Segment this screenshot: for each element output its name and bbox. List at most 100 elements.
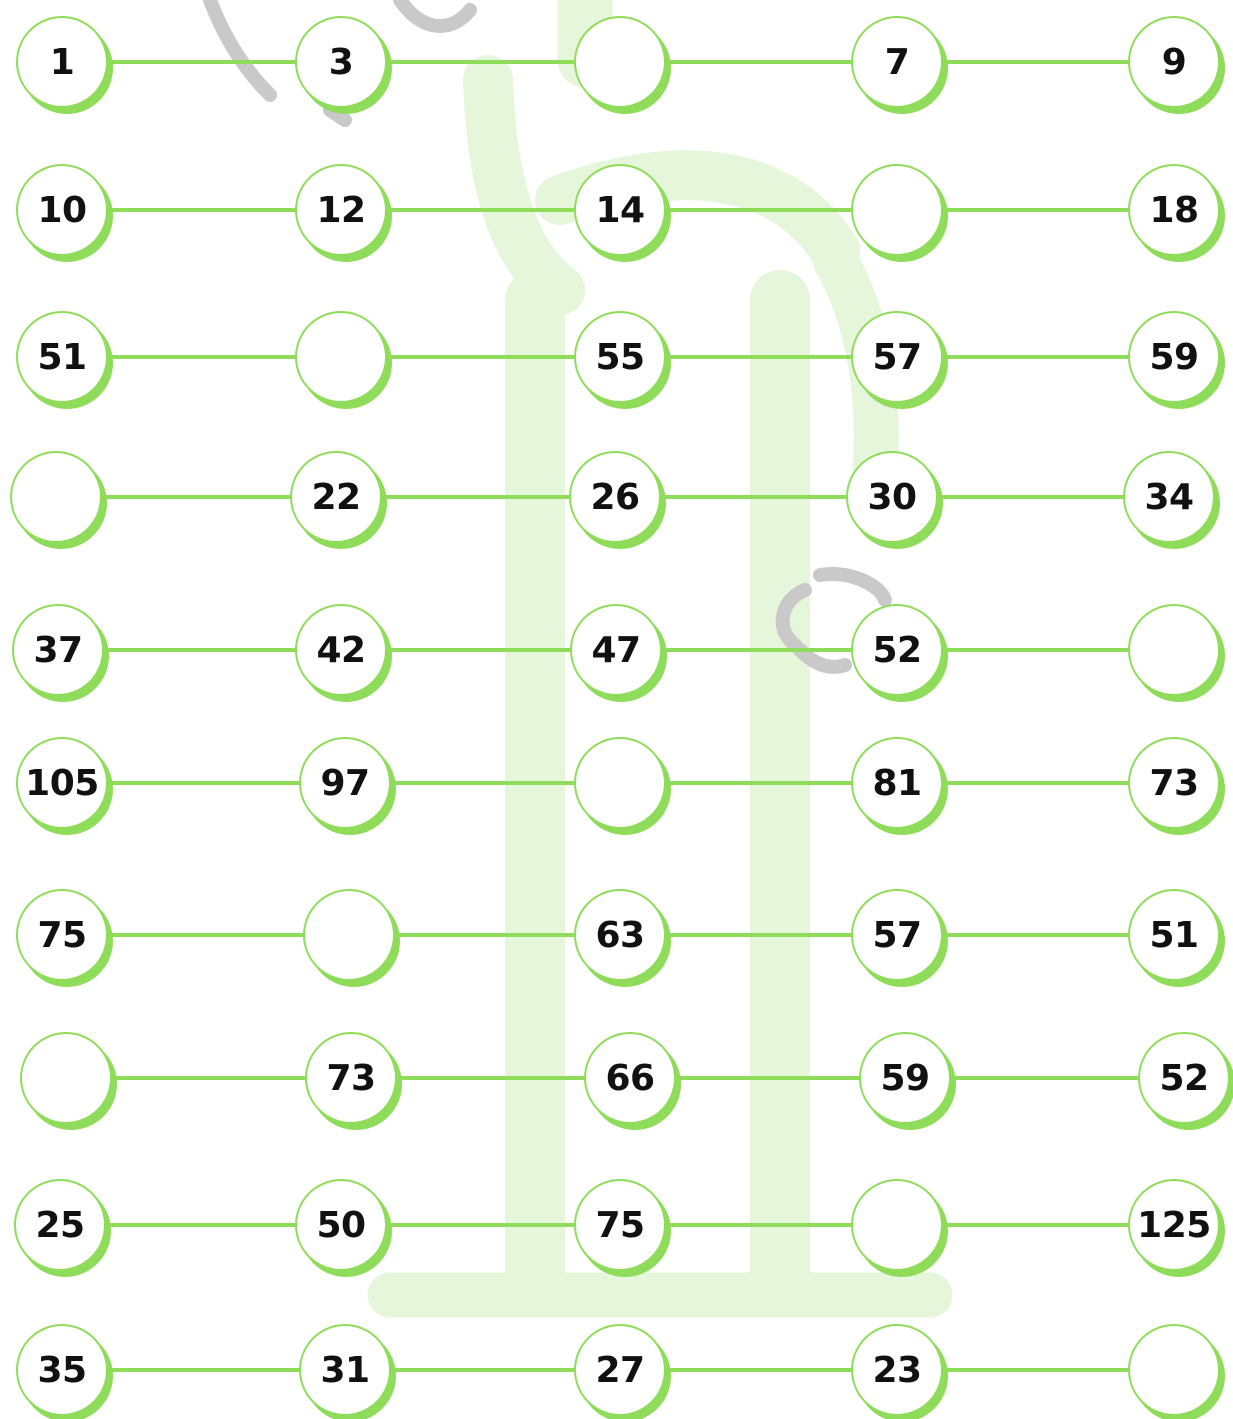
number-circle: 7 xyxy=(851,16,943,108)
circle-number: 50 xyxy=(316,1205,365,1246)
circle-number: 81 xyxy=(872,763,921,804)
circle-number: 9 xyxy=(1162,42,1187,83)
circle-number: 51 xyxy=(37,337,86,378)
blank-answer-circle[interactable] xyxy=(10,451,102,543)
circle-number: 73 xyxy=(326,1058,375,1099)
number-circle: 30 xyxy=(846,451,938,543)
circle-number: 18 xyxy=(1149,190,1198,231)
number-circle: 35 xyxy=(16,1324,108,1416)
number-circle: 27 xyxy=(574,1324,666,1416)
number-circle: 105 xyxy=(16,737,108,829)
circle-number: 73 xyxy=(1149,763,1198,804)
blank-answer-circle[interactable] xyxy=(1128,1324,1220,1416)
number-circle: 51 xyxy=(16,311,108,403)
blank-answer-circle[interactable] xyxy=(851,164,943,256)
number-circle: 59 xyxy=(1128,311,1220,403)
number-circle: 10 xyxy=(16,164,108,256)
number-circle: 51 xyxy=(1128,889,1220,981)
number-circle: 55 xyxy=(574,311,666,403)
number-circle: 57 xyxy=(851,889,943,981)
circle-number: 55 xyxy=(595,337,644,378)
number-circle: 22 xyxy=(290,451,382,543)
circle-number: 3 xyxy=(329,42,354,83)
circle-number: 7 xyxy=(885,42,910,83)
circle-number: 97 xyxy=(320,763,369,804)
number-circle: 81 xyxy=(851,737,943,829)
number-circle: 52 xyxy=(851,604,943,696)
circle-number: 27 xyxy=(595,1350,644,1391)
number-circle: 75 xyxy=(16,889,108,981)
number-circle: 125 xyxy=(1128,1179,1220,1271)
circle-number: 52 xyxy=(872,630,921,671)
circle-number: 10 xyxy=(37,190,86,231)
blank-answer-circle[interactable] xyxy=(574,737,666,829)
circle-number: 105 xyxy=(25,763,99,804)
number-circle: 52 xyxy=(1138,1032,1230,1124)
blank-answer-circle[interactable] xyxy=(295,311,387,403)
circle-number: 59 xyxy=(880,1058,929,1099)
blank-answer-circle[interactable] xyxy=(1128,604,1220,696)
blank-answer-circle[interactable] xyxy=(574,16,666,108)
circle-number: 30 xyxy=(867,477,916,518)
circle-number: 31 xyxy=(320,1350,369,1391)
number-circle: 59 xyxy=(859,1032,951,1124)
blank-answer-circle[interactable] xyxy=(20,1032,112,1124)
number-circle: 18 xyxy=(1128,164,1220,256)
number-circle: 23 xyxy=(851,1324,943,1416)
number-circle: 42 xyxy=(295,604,387,696)
number-circle: 73 xyxy=(1128,737,1220,829)
circle-number: 42 xyxy=(316,630,365,671)
number-circle: 73 xyxy=(305,1032,397,1124)
circle-number: 66 xyxy=(605,1058,654,1099)
number-circle: 12 xyxy=(295,164,387,256)
circle-number: 25 xyxy=(35,1205,84,1246)
circle-number: 52 xyxy=(1159,1058,1208,1099)
number-circle: 31 xyxy=(299,1324,391,1416)
circle-number: 75 xyxy=(37,915,86,956)
circle-number: 26 xyxy=(590,477,639,518)
number-circle: 57 xyxy=(851,311,943,403)
number-circle: 75 xyxy=(574,1179,666,1271)
circle-number: 23 xyxy=(872,1350,921,1391)
circle-number: 75 xyxy=(595,1205,644,1246)
circle-number: 22 xyxy=(311,477,360,518)
number-circle: 1 xyxy=(16,16,108,108)
number-circle: 66 xyxy=(584,1032,676,1124)
number-circle: 63 xyxy=(574,889,666,981)
number-circle: 34 xyxy=(1123,451,1215,543)
circle-number: 125 xyxy=(1137,1205,1211,1246)
number-circle: 50 xyxy=(295,1179,387,1271)
number-circle: 3 xyxy=(295,16,387,108)
circle-number: 12 xyxy=(316,190,365,231)
circle-number: 57 xyxy=(872,915,921,956)
number-circle: 25 xyxy=(14,1179,106,1271)
blank-answer-circle[interactable] xyxy=(303,889,395,981)
blank-answer-circle[interactable] xyxy=(851,1179,943,1271)
number-circle: 47 xyxy=(570,604,662,696)
number-circle: 26 xyxy=(569,451,661,543)
number-circle: 9 xyxy=(1128,16,1220,108)
circle-number: 35 xyxy=(37,1350,86,1391)
circle-number: 34 xyxy=(1144,477,1193,518)
circle-number: 63 xyxy=(595,915,644,956)
circle-number: 1 xyxy=(50,42,75,83)
number-circle: 37 xyxy=(12,604,104,696)
number-circle: 97 xyxy=(299,737,391,829)
circle-number: 57 xyxy=(872,337,921,378)
circle-number: 47 xyxy=(591,630,640,671)
circle-number: 59 xyxy=(1149,337,1198,378)
circle-number: 14 xyxy=(595,190,644,231)
circle-number: 37 xyxy=(33,630,82,671)
number-circle: 14 xyxy=(574,164,666,256)
circle-number: 51 xyxy=(1149,915,1198,956)
